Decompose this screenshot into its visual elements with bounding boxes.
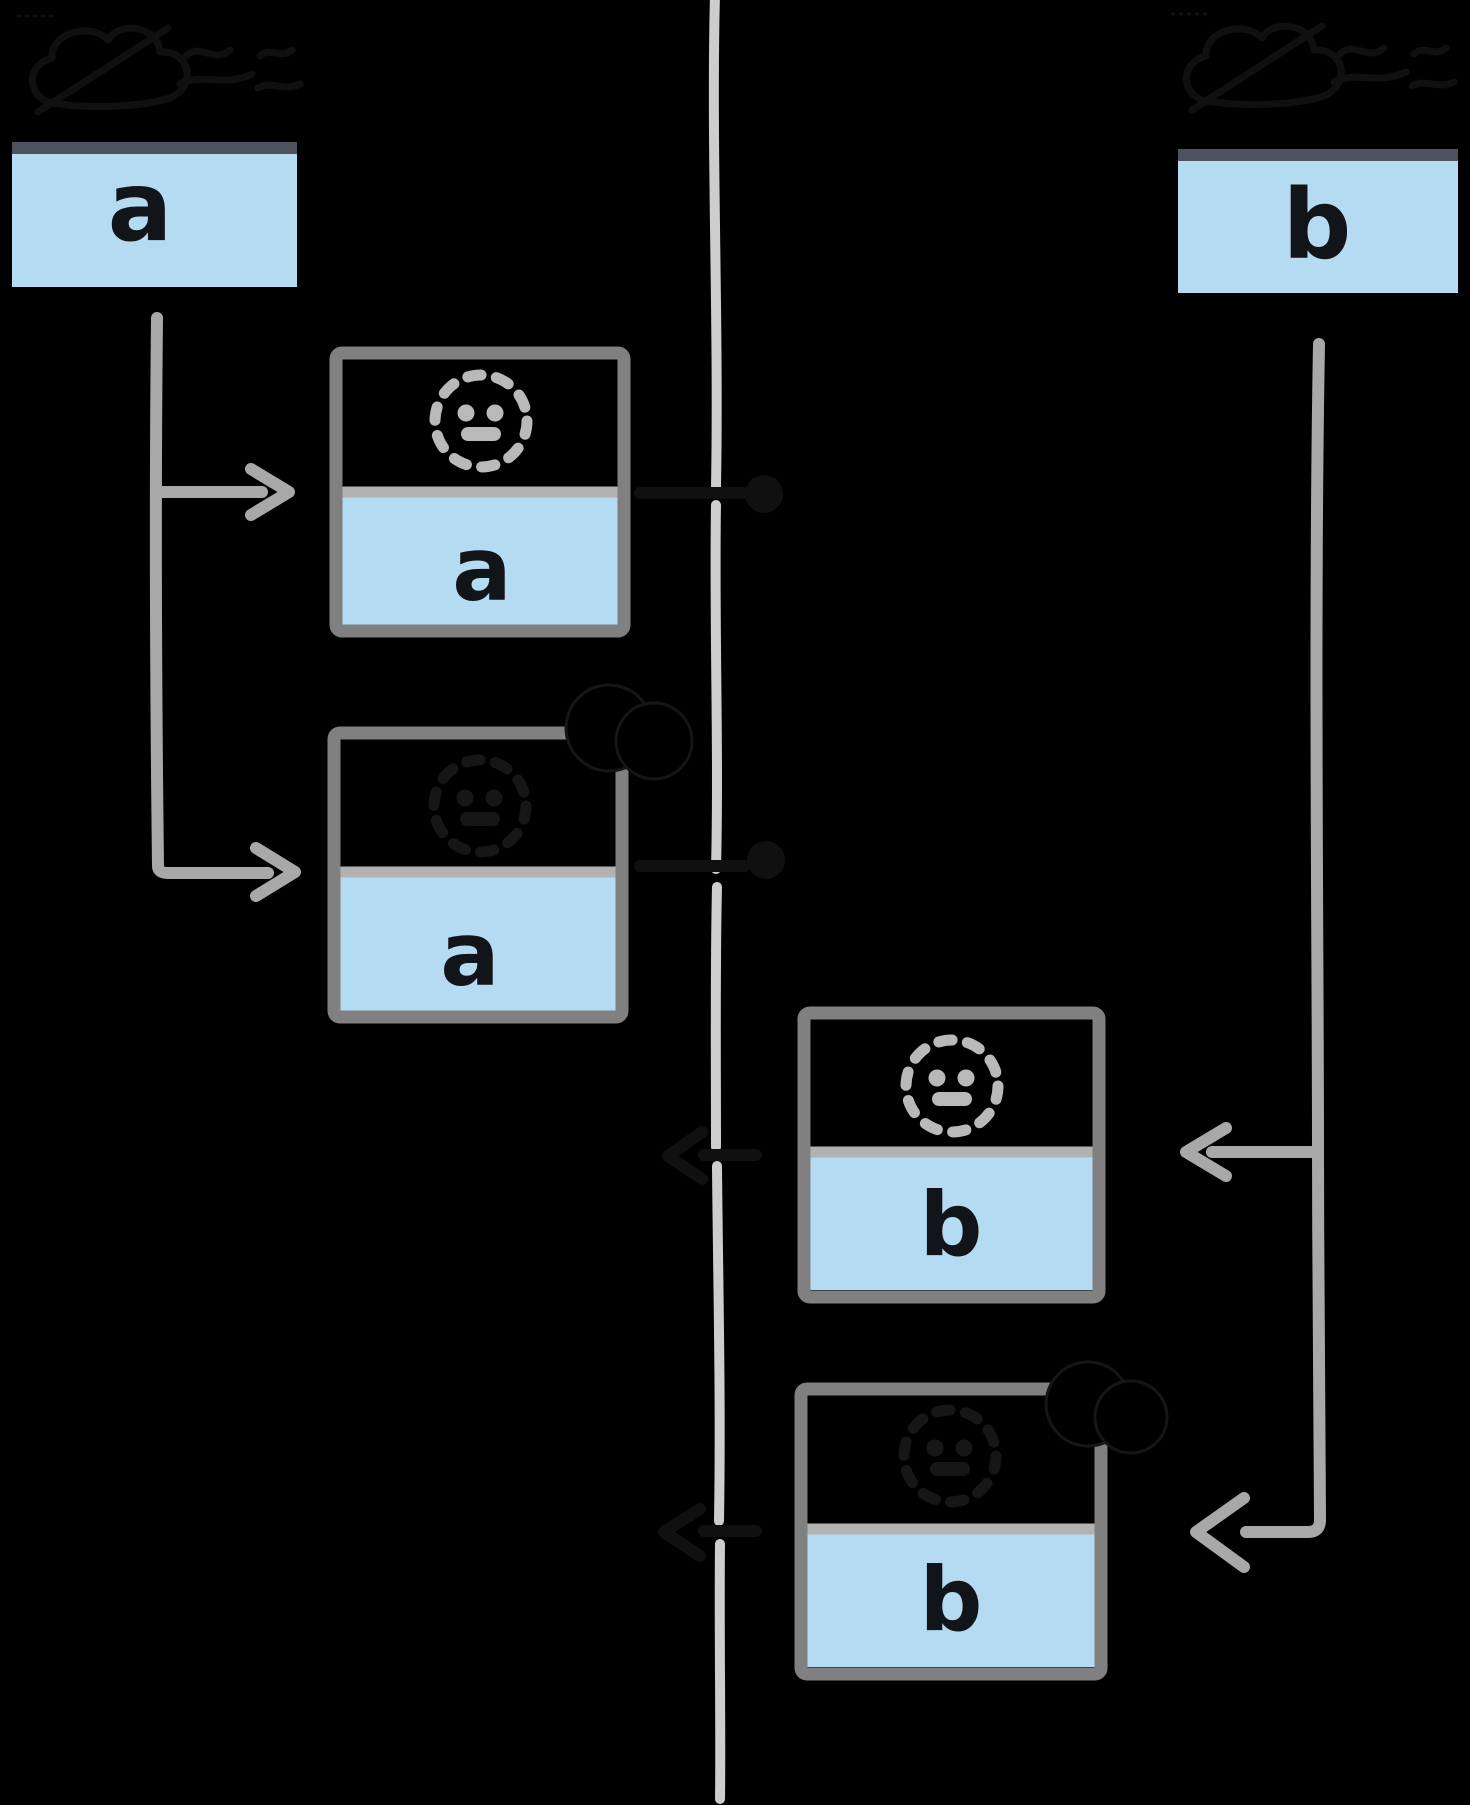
render-box-a-1-letter: a bbox=[452, 518, 511, 621]
render-box-b-2-value-half bbox=[807, 1534, 1095, 1667]
render-box-b-2-border bbox=[794, 1382, 1108, 1681]
arrow-to-render-a-2-head bbox=[250, 842, 301, 902]
hidden-arrow-to-render-b-1-head bbox=[662, 1126, 708, 1185]
render-box-a-1-border bbox=[329, 346, 631, 638]
source-box-a: a bbox=[12, 142, 297, 287]
arrow-to-render-b-2-head bbox=[1190, 1492, 1250, 1573]
render-box-a-2-border bbox=[327, 726, 629, 1024]
dashed-circle-face-icon-dark bbox=[904, 1410, 996, 1502]
render-box-b-1-value-half bbox=[810, 1157, 1093, 1290]
dashed-circle-face-icon bbox=[435, 375, 527, 467]
ink-splat-icon bbox=[1044, 1360, 1169, 1455]
render-box-a-2-letter: a bbox=[440, 903, 499, 1006]
source-box-b-header bbox=[1178, 149, 1458, 163]
source-box-a-body bbox=[12, 154, 297, 287]
render-box-a-1: a bbox=[329, 346, 631, 638]
source-box-b-body bbox=[1178, 161, 1458, 293]
render-box-a-2: a bbox=[327, 683, 694, 1024]
render-box-a-1-value-half bbox=[342, 497, 618, 626]
render-box-b-2: b bbox=[794, 1360, 1169, 1681]
center-timeline-segment-3 bbox=[710, 882, 722, 1152]
render-box-b-1-letter: b bbox=[920, 1173, 983, 1276]
center-timeline-segment-4 bbox=[712, 1161, 725, 1526]
hidden-arrow-from-render-a-2-blob bbox=[747, 841, 785, 879]
source-box-b-letter: b bbox=[1283, 169, 1352, 281]
center-timeline-segment-2 bbox=[710, 500, 722, 874]
render-box-a-2-value-half bbox=[340, 877, 616, 1011]
render-box-b-2-letter: b bbox=[920, 1548, 983, 1651]
hidden-arrow-from-render-a-1-blob bbox=[745, 475, 783, 513]
source-box-b: b bbox=[1178, 149, 1458, 293]
hidden-arrow-to-render-b-2-head bbox=[658, 1503, 706, 1562]
right-timeline bbox=[1180, 338, 1326, 1573]
render-box-b-1-border bbox=[797, 1006, 1106, 1304]
ink-splat-icon bbox=[564, 683, 694, 781]
dashed-circle-face-icon bbox=[906, 1040, 998, 1132]
center-timeline-segment-1 bbox=[708, 0, 722, 492]
source-box-a-letter: a bbox=[108, 151, 173, 263]
left-timeline bbox=[149, 312, 301, 902]
arrow-to-render-a-1-head bbox=[245, 463, 295, 521]
dashed-circle-face-icon-dark bbox=[434, 760, 526, 852]
hidden-cloud-title-left bbox=[18, 16, 300, 112]
arrow-to-render-a-2-shaft bbox=[152, 860, 274, 879]
arrow-to-render-b-1-head bbox=[1180, 1122, 1232, 1182]
left-timeline-line bbox=[149, 312, 164, 872]
source-box-a-header bbox=[12, 142, 297, 155]
right-timeline-line bbox=[1310, 338, 1326, 1526]
center-timeline bbox=[708, 0, 726, 1804]
render-box-b-1: b bbox=[797, 1006, 1106, 1304]
hidden-ink-arrows bbox=[634, 475, 785, 1562]
arrow-to-render-b-2-shaft bbox=[1240, 1514, 1326, 1538]
center-timeline-segment-5 bbox=[714, 1539, 726, 1804]
hidden-cloud-title-right bbox=[1172, 14, 1454, 110]
